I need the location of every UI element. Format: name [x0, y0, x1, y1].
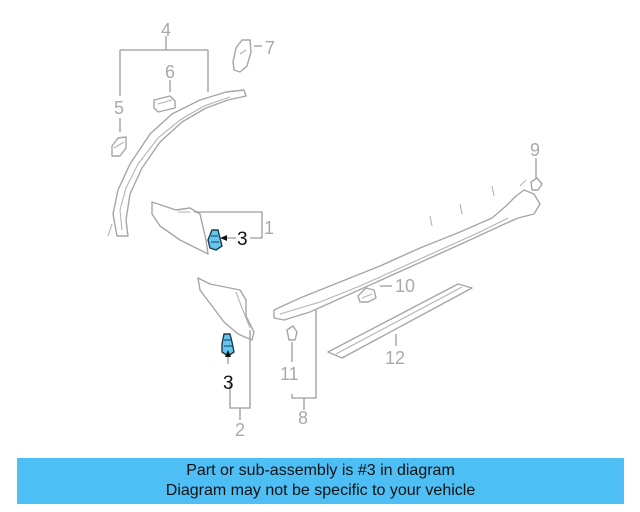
- cover-part-7: [232, 39, 252, 73]
- callout-9: 9: [530, 140, 540, 160]
- trim-panel-part-2: [197, 277, 255, 341]
- callout-5: 5: [114, 98, 124, 118]
- clip-part-10: [357, 287, 377, 303]
- callout-3-lower: 3: [223, 373, 234, 394]
- clip-part-5: [111, 136, 127, 157]
- banner-line-disclaimer: Diagram may not be specific to your vehi…: [165, 482, 476, 499]
- clip-part-11: [286, 325, 298, 341]
- banner-line-part: Part or sub-assembly is #3 in diagram: [186, 462, 455, 479]
- callout-12: 12: [385, 348, 405, 368]
- info-banner: Part or sub-assembly is #3 in diagram Di…: [17, 458, 624, 504]
- callout-7: 7: [265, 38, 275, 58]
- clip-part-9: [530, 177, 543, 191]
- callout-11: 11: [280, 364, 299, 384]
- sill-trim-part-8: [273, 179, 541, 321]
- callout-1: 1: [264, 218, 274, 238]
- callout-10: 10: [395, 276, 415, 296]
- a-pillar-trim: [107, 89, 247, 237]
- clip-part-3-upper: [207, 229, 223, 251]
- leader-lines: [119, 36, 537, 420]
- callout-3-upper: 3: [237, 229, 248, 250]
- clip-part-6: [153, 95, 176, 113]
- callout-6: 6: [165, 62, 175, 82]
- clip-part-3-lower: [221, 333, 235, 357]
- scuff-plate-part-12: [327, 283, 473, 359]
- callout-2: 2: [235, 420, 245, 440]
- kick-panel-part-1: [151, 201, 209, 255]
- callout-4: 4: [161, 20, 171, 40]
- callout-8: 8: [298, 408, 308, 428]
